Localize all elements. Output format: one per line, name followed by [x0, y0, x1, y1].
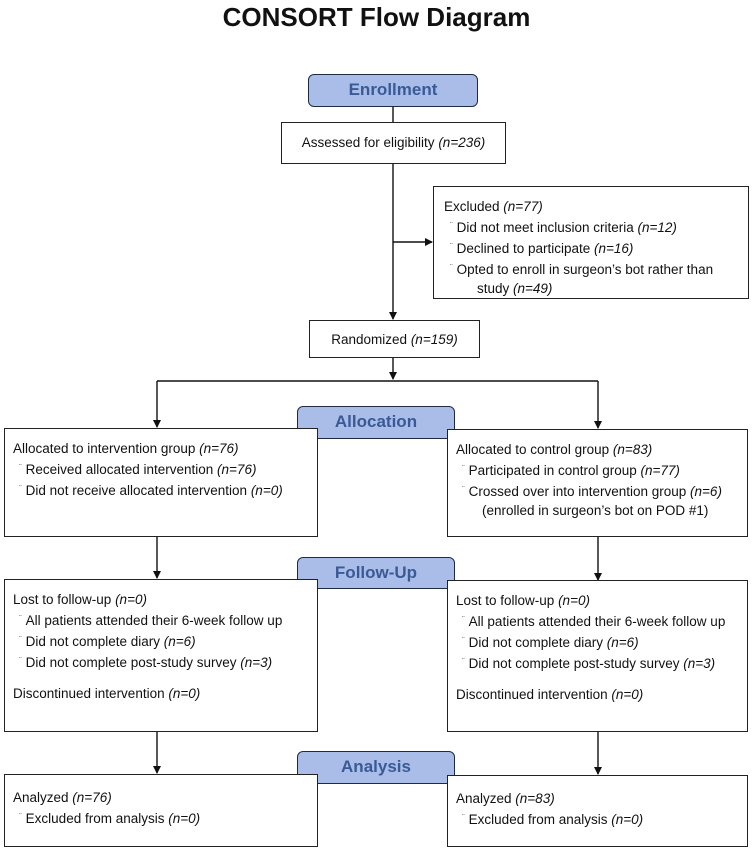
- followup-left-item-text: Did not complete post-study survey: [25, 655, 241, 670]
- allocation-left-n: (n=76): [199, 441, 239, 456]
- allocation-right-n: (n=83): [612, 442, 653, 457]
- analysis-right-item-n: (n=0): [611, 812, 644, 827]
- bullet-icon: ¨: [462, 615, 465, 624]
- analysis-left-box: Analyzed (n=76) ¨Excluded from analysis …: [4, 774, 318, 847]
- followup-right-text: Lost to follow-up: [456, 593, 559, 608]
- excluded-item-n: (n=16): [594, 241, 634, 256]
- allocation-left-item-n: (n=76): [217, 462, 257, 477]
- followup-left-n: (n=0): [115, 592, 147, 607]
- excluded-box: Excluded (n=77) ¨Did not meet inclusion …: [433, 186, 749, 299]
- followup-right-n: (n=0): [558, 593, 590, 608]
- bullet-icon: ¨: [462, 813, 465, 822]
- analysis-left-n: (n=76): [72, 790, 112, 805]
- allocation-right-continuation: (enrolled in surgeon’s bot on POD #1): [482, 503, 709, 518]
- followup-left-item-n: (n=3): [240, 655, 273, 670]
- analysis-right-item-text: Excluded from analysis: [468, 812, 612, 827]
- excluded-item-text: Declined to participate: [456, 241, 594, 256]
- excluded-continuation-n: (n=49): [513, 281, 553, 296]
- excluded-n: (n=77): [503, 199, 543, 214]
- stage-followup: Follow-Up: [297, 557, 455, 589]
- bullet-icon: ¨: [19, 656, 22, 665]
- assessed-text: Assessed for eligibility: [301, 135, 439, 150]
- followup-right-item-n: (n=6): [606, 635, 639, 650]
- stage-enrollment: Enrollment: [308, 74, 478, 107]
- assessed-box: Assessed for eligibility (n=236): [281, 122, 506, 164]
- allocation-left-item-text: Received allocated intervention: [25, 462, 218, 477]
- followup-right-item-text: Did not complete diary: [468, 635, 607, 650]
- allocation-right-item-text: Crossed over into intervention group: [468, 484, 691, 499]
- allocation-left-box: Allocated to intervention group (n=76) ¨…: [4, 428, 318, 537]
- followup-left-discontinued-n: (n=0): [168, 686, 201, 701]
- followup-left-item-n: (n=6): [163, 634, 196, 649]
- followup-left-discontinued-text: Discontinued intervention: [13, 686, 169, 701]
- bullet-icon: ¨: [19, 463, 22, 472]
- analysis-right-box: Analyzed (n=83) ¨Excluded from analysis …: [447, 775, 748, 847]
- followup-left-item-text: All patients attended their 6-week follo…: [25, 613, 283, 628]
- analysis-left-item-n: (n=0): [168, 811, 201, 826]
- bullet-icon: ¨: [19, 812, 22, 821]
- bullet-icon: ¨: [450, 263, 453, 272]
- bullet-icon: ¨: [462, 485, 465, 494]
- analysis-right-text: Analyzed: [456, 791, 516, 806]
- allocation-left-item-text: Did not receive allocated intervention: [25, 483, 251, 498]
- allocation-right-item-text: Participated in control group: [468, 463, 641, 478]
- excluded-continuation-text: study: [477, 281, 514, 296]
- excluded-item-n: (n=12): [637, 220, 677, 235]
- analysis-right-n: (n=83): [515, 791, 555, 806]
- followup-left-text: Lost to follow-up: [13, 592, 116, 607]
- bullet-icon: ¨: [19, 484, 22, 493]
- allocation-right-item-n: (n=6): [690, 484, 722, 499]
- excluded-item-text: Opted to enroll in surgeon’s bot rather …: [456, 262, 714, 277]
- bullet-icon: ¨: [19, 614, 22, 623]
- allocation-left-text: Allocated to intervention group: [13, 441, 200, 456]
- bullet-icon: ¨: [19, 635, 22, 644]
- stage-analysis: Analysis: [297, 751, 455, 784]
- bullet-icon: ¨: [450, 221, 453, 230]
- allocation-right-item-n: (n=77): [640, 463, 680, 478]
- randomized-n: (n=159): [410, 332, 458, 347]
- randomized-box: Randomized (n=159): [309, 320, 480, 358]
- excluded-item-text: Did not meet inclusion criteria: [456, 220, 638, 235]
- assessed-n: (n=236): [438, 135, 486, 150]
- followup-right-discontinued-text: Discontinued intervention: [456, 687, 612, 702]
- bullet-icon: ¨: [450, 242, 453, 251]
- bullet-icon: ¨: [462, 636, 465, 645]
- randomized-text: Randomized: [331, 332, 411, 347]
- excluded-text: Excluded: [444, 199, 504, 214]
- allocation-left-item-n: (n=0): [250, 483, 283, 498]
- followup-right-box: Lost to follow-up (n=0) ¨All patients at…: [447, 580, 748, 732]
- followup-right-item-text: All patients attended their 6-week follo…: [468, 614, 726, 629]
- stage-allocation: Allocation: [297, 406, 455, 439]
- followup-right-discontinued-n: (n=0): [611, 687, 644, 702]
- allocation-right-text: Allocated to control group: [456, 442, 613, 457]
- followup-left-box: Lost to follow-up (n=0) ¨All patients at…: [4, 579, 318, 732]
- bullet-icon: ¨: [462, 464, 465, 473]
- bullet-icon: ¨: [462, 657, 465, 666]
- followup-left-item-text: Did not complete diary: [25, 634, 164, 649]
- analysis-left-text: Analyzed: [13, 790, 73, 805]
- analysis-left-item-text: Excluded from analysis: [25, 811, 169, 826]
- followup-right-item-text: Did not complete post-study survey: [468, 656, 684, 671]
- allocation-right-box: Allocated to control group (n=83) ¨Parti…: [447, 429, 748, 537]
- followup-right-item-n: (n=3): [683, 656, 716, 671]
- page-title: CONSORT Flow Diagram: [222, 2, 531, 32]
